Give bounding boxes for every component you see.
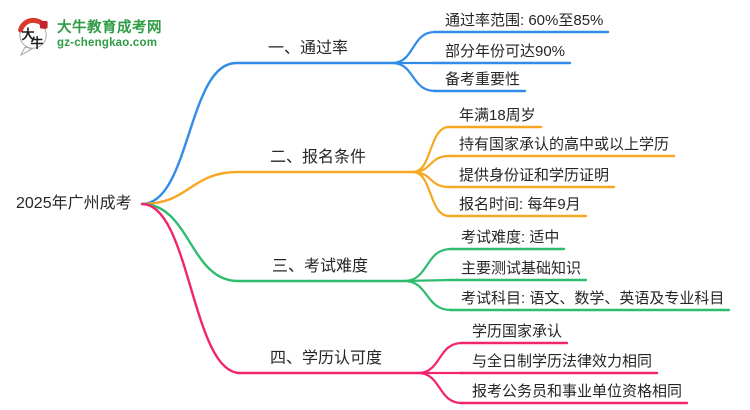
leaf-node: 部分年份可达90%: [445, 43, 566, 60]
logo-char-da: 大: [22, 27, 35, 42]
branch-trunk-line: [140, 202, 406, 283]
leaf-node: 与全日制学历法律效力相同: [472, 353, 653, 370]
leaf-node: 年满18周岁: [459, 107, 536, 124]
leaf-node: 考试科目: 语文、数学、英语及专业科目: [461, 290, 725, 307]
leaf-node: 报考公务员和事业单位资格相同: [472, 383, 683, 400]
leaf-node: 主要测试基础知识: [461, 260, 582, 277]
logo-red-seal: [40, 21, 48, 29]
site-logo: 大 牛 大牛教育成考网 gz-chengkao.com: [17, 14, 162, 56]
leaf-connector: [411, 170, 451, 218]
logo-title: 大牛教育成考网: [57, 20, 162, 36]
leaf-connector: [416, 341, 464, 375]
leaf-node: 持有国家承认的高中或以上学历: [459, 136, 670, 153]
leaf-connector: [416, 371, 464, 405]
branch-trunk-line: [140, 202, 420, 375]
branch-trunk-line: [140, 61, 394, 206]
leaf-node: 备考重要性: [445, 71, 521, 88]
root-node: 2025年广州成考: [16, 195, 132, 212]
leaf-connector: [390, 30, 437, 65]
branch-node: 一、通过率: [268, 40, 349, 57]
daniu-logo-icon: 大 牛: [18, 17, 48, 56]
logo-subtitle: gz-chengkao.com: [57, 37, 158, 49]
leaf-connector: [402, 247, 453, 283]
leaf-connector: [411, 125, 451, 174]
leaf-connector: [390, 61, 437, 93]
leaf-node: 学历国家承认: [472, 323, 563, 340]
leaf-connector: [402, 279, 453, 312]
logo-char-niu: 牛: [31, 36, 44, 51]
leaf-node: 考试难度: 适中: [461, 229, 560, 246]
logo-bubble-tail: [19, 46, 34, 56]
leaf-node: 通过率范围: 60%至85%: [445, 12, 604, 29]
branch-trunk-line: [140, 170, 415, 206]
logo-text-block: 大牛教育成考网 gz-chengkao.com: [57, 20, 162, 50]
leaf-connector: [402, 278, 453, 283]
leaf-node: 提供身份证和学历证明: [459, 167, 610, 184]
branch-node: 二、报名条件: [270, 149, 367, 166]
branch-node: 四、学历认可度: [270, 350, 383, 367]
branch-node: 三、考试难度: [272, 258, 369, 275]
leaf-node: 报名时间: 每年9月: [459, 196, 581, 213]
